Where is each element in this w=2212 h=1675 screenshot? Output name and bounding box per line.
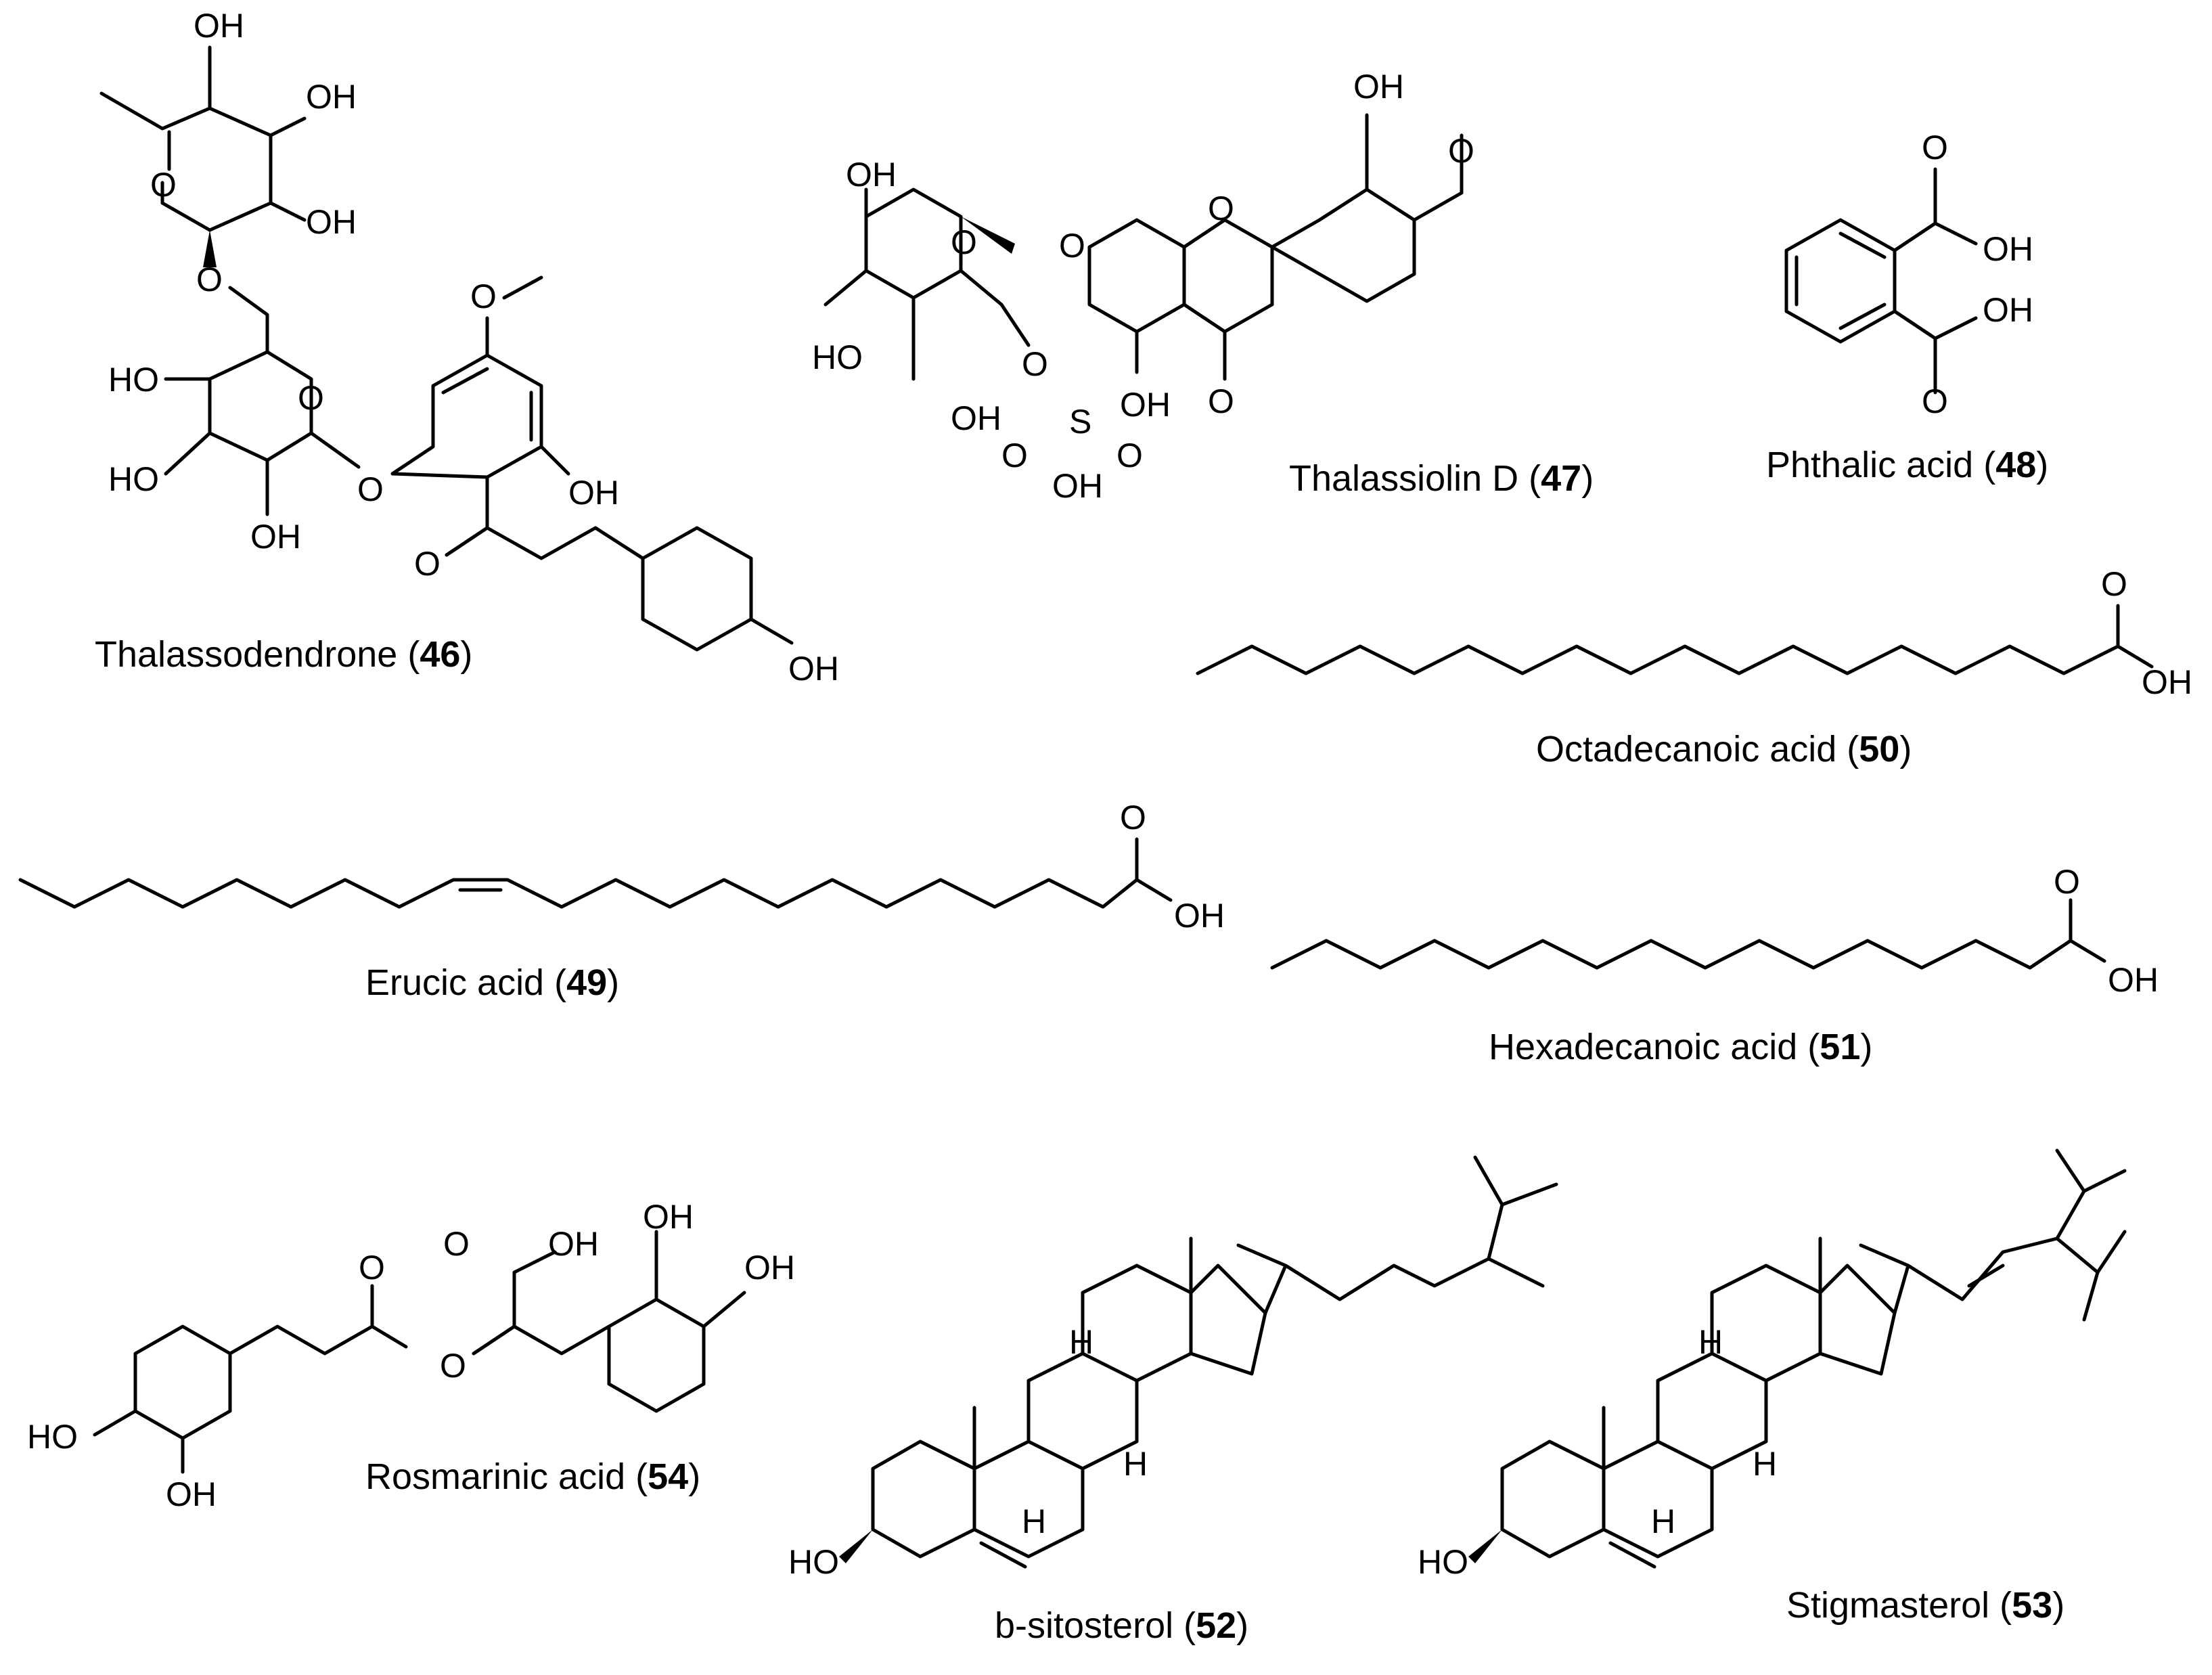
atom-oh: OH (744, 1249, 795, 1287)
atom-oh: OH (1983, 230, 2033, 268)
atom-o: O (1120, 799, 1146, 836)
atom-ho: HO (108, 361, 159, 399)
atom-oh: OH (1353, 68, 1404, 106)
atom-o: O (150, 166, 177, 204)
caption-51: Hexadecanoic acid (51) (1489, 1027, 1872, 1067)
caption-49: Erucic acid (49) (365, 962, 619, 1003)
atom-oh: OH (1052, 467, 1103, 505)
name-49: Erucic acid (365, 962, 544, 1003)
name-53: Stigmasterol (1786, 1585, 1989, 1626)
name-54: Rosmarinic acid (365, 1456, 625, 1497)
atom-o: O (2101, 565, 2127, 603)
caption-50: Octadecanoic acid (50) (1536, 729, 1912, 769)
id-47: 47 (1541, 458, 1581, 499)
id-49: 49 (566, 962, 607, 1003)
atom-oh: OH (1120, 386, 1171, 424)
caption-53: Stigmasterol (53) (1786, 1585, 2064, 1626)
atom-o: O (1922, 129, 1948, 166)
name-47: Thalassiolin D (1289, 458, 1518, 499)
structure-53: HO H H H Stigmasterol (53) (1418, 1148, 2127, 1626)
id-50: 50 (1859, 729, 1899, 769)
atom-o: O (1022, 345, 1048, 383)
atom-o: O (196, 261, 223, 298)
atom-o: O (357, 470, 384, 508)
name-48: Phthalic acid (1766, 445, 1973, 485)
structure-52: HO H H H b-sitosterol (52) (788, 1155, 1558, 1646)
caption-54: Rosmarinic acid (54) (365, 1456, 700, 1497)
atom-o: O (298, 379, 324, 417)
atom-oh: OH (166, 1475, 217, 1513)
atom-oh: OH (194, 7, 244, 45)
atom-oh: OH (250, 518, 301, 556)
atom-oh: OH (306, 78, 357, 116)
caption-46: Thalassodendrone (46) (95, 634, 472, 675)
atom-ho: HO (27, 1418, 78, 1456)
caption-48: Phthalic acid (48) (1766, 445, 2048, 485)
atom-o: O (2054, 863, 2080, 901)
name-51: Hexadecanoic acid (1489, 1027, 1797, 1067)
atom-o: O (1208, 382, 1234, 420)
atom-oh: OH (951, 399, 1001, 437)
caption-52: b-sitosterol (52) (995, 1605, 1248, 1646)
atom-oh: OH (788, 650, 839, 688)
atom-h: H (1069, 1323, 1093, 1361)
atom-oh: OH (2142, 663, 2192, 701)
structure-49: O OH Erucic acid (49) (18, 799, 1225, 1003)
atom-o: O (443, 1225, 470, 1263)
caption-47: Thalassiolin D (47) (1289, 458, 1594, 499)
atom-oh: OH (1983, 291, 2033, 329)
atom-oh: OH (2108, 961, 2159, 999)
atom-o: O (951, 223, 977, 261)
atom-h: H (1022, 1502, 1046, 1540)
atom-o: O (1001, 437, 1028, 474)
atom-h: H (1651, 1502, 1675, 1540)
structure-50: O OH Octadecanoic acid (50) (1196, 565, 2192, 769)
id-46: 46 (420, 634, 460, 675)
atom-s: S (1069, 403, 1091, 441)
structure-48: O OH OH O Phthalic acid (48) (1766, 129, 2048, 485)
id-53: 53 (2012, 1585, 2052, 1626)
id-54: 54 (648, 1456, 688, 1497)
atom-h: H (1698, 1323, 1723, 1361)
structure-46: O OH OH OH O O HO HO OH O O OH O (95, 7, 839, 688)
atom-o: O (359, 1249, 385, 1287)
name-52: b-sitosterol (995, 1605, 1173, 1646)
atom-o: O (470, 277, 497, 315)
atom-ho: HO (788, 1543, 839, 1581)
atom-oh: OH (846, 156, 897, 194)
id-51: 51 (1820, 1027, 1860, 1067)
atom-ho: HO (1418, 1543, 1468, 1581)
atom-o: O (440, 1347, 466, 1385)
atom-o: O (414, 545, 441, 583)
atom-ho: HO (108, 460, 159, 498)
atom-ho: HO (812, 338, 863, 376)
atom-oh: OH (306, 203, 357, 241)
id-48: 48 (1995, 445, 2036, 485)
atom-o: O (1059, 227, 1085, 265)
name-46: Thalassodendrone (95, 634, 397, 675)
atom-h: H (1753, 1445, 1777, 1483)
structure-51: O OH Hexadecanoic acid (51) (1270, 863, 2159, 1067)
structure-47: O OH HO OH O S O O OH O O O OH OH O Thal… (812, 68, 1594, 505)
atom-h: H (1123, 1445, 1148, 1483)
atom-oh: OH (568, 474, 619, 512)
atom-o: O (1922, 382, 1948, 420)
atom-o: O (1448, 132, 1474, 170)
atom-o: O (1116, 437, 1143, 474)
atom-oh: OH (548, 1225, 599, 1263)
atom-o: O (1208, 189, 1234, 227)
name-50: Octadecanoic acid (1536, 729, 1836, 769)
atom-oh: OH (1174, 897, 1225, 935)
structure-54: HO OH O O O OH OH OH Rosmarinic acid (54… (27, 1198, 795, 1513)
atom-oh: OH (643, 1198, 694, 1236)
id-52: 52 (1196, 1605, 1236, 1646)
